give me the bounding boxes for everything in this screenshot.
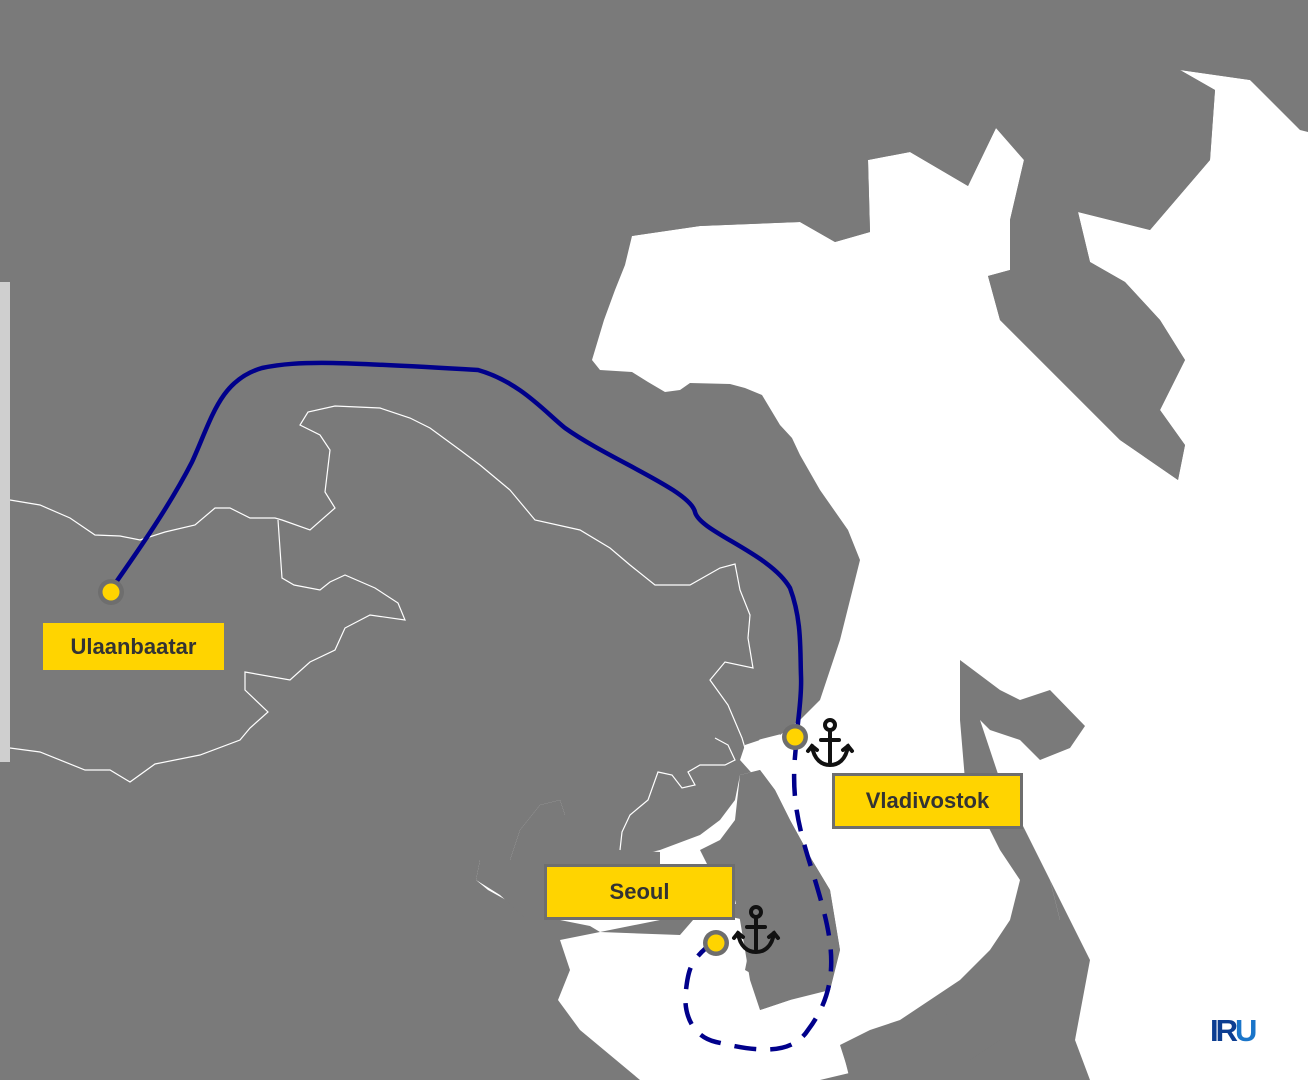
shandong-peninsula	[476, 800, 660, 922]
road-route-ulaanbaatar-vladivostok	[109, 360, 804, 741]
city-label-text: Vladivostok	[865, 788, 990, 813]
anchor-icon	[806, 718, 854, 768]
left-edge-bar	[0, 282, 10, 762]
sea-of-japan	[476, 70, 1308, 1080]
city-label-ulaanbaatar[interactable]: Ulaanbaatar	[43, 623, 224, 670]
city-label-seoul[interactable]: Seoul	[544, 864, 735, 920]
anchor-icon	[732, 905, 780, 955]
border-line-mongolia-south	[9, 519, 406, 783]
marker-seoul[interactable]	[703, 930, 729, 956]
honshu-island	[840, 720, 1080, 1070]
russian-far-east-coast	[0, 0, 1308, 480]
city-label-vladivostok[interactable]: Vladivostok	[832, 773, 1023, 829]
korean-peninsula	[700, 770, 840, 1010]
marker-ulaanbaatar[interactable]	[98, 579, 124, 605]
marker-vladivostok[interactable]	[782, 724, 808, 750]
logo-text-a: IR	[1210, 1013, 1238, 1048]
kyushu-island	[842, 1014, 970, 1080]
logo-text-b: U	[1235, 1013, 1257, 1048]
tatar-strait-inlet	[800, 400, 975, 635]
hokkaido-island	[960, 660, 1085, 760]
border-line-korea-china	[619, 737, 736, 851]
city-label-text: Ulaanbaatar	[70, 633, 197, 659]
city-label-text: Seoul	[609, 879, 670, 904]
border-line-mongolia-north	[9, 405, 781, 757]
